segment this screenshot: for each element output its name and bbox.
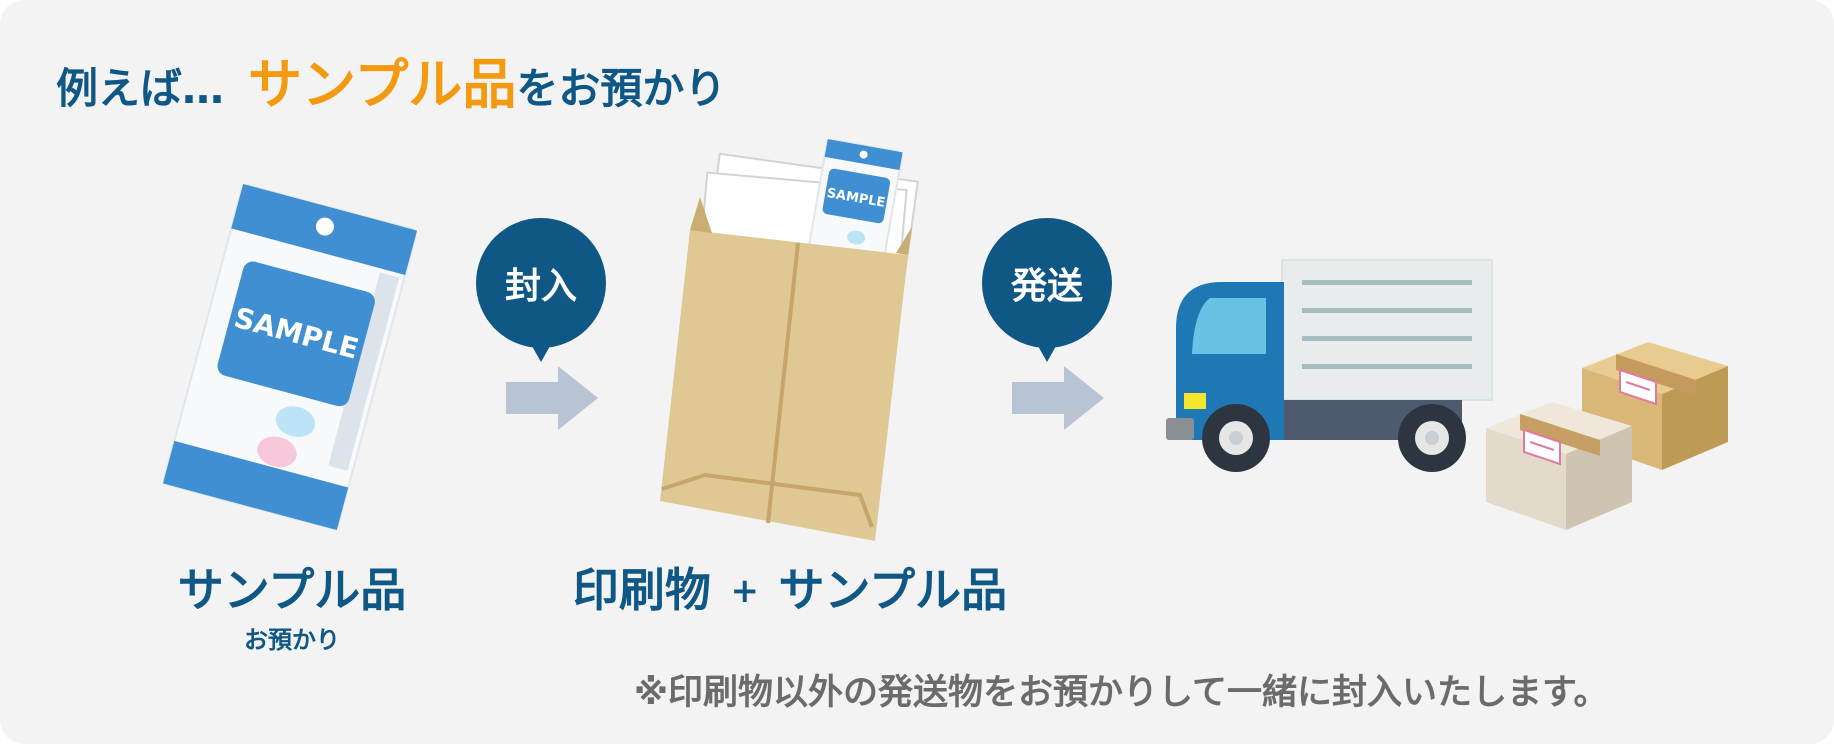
plus-sign: + xyxy=(730,571,759,611)
envelope-icon: SAMPLE xyxy=(660,138,920,541)
sample-pack-icon: SAMPLE xyxy=(162,183,418,531)
enclose-bubble: 封入 xyxy=(476,218,606,362)
step-1-title: サンプル品 xyxy=(177,563,407,617)
step-3-sample: サンプル品 xyxy=(778,563,1008,617)
truck-icon xyxy=(1166,259,1493,472)
title-suffix: をお預かり xyxy=(516,64,727,113)
right-arrow-icon xyxy=(506,366,598,430)
step-1-label: サンプル品 お預かり xyxy=(152,554,432,655)
step-1-subtitle: お預かり xyxy=(244,626,340,654)
step-3-label: 印刷物 + サンプル品 xyxy=(570,554,1010,620)
title-prefix: 例えば… xyxy=(56,64,225,113)
page-title: 例えば… サンプル品 をお預かり xyxy=(56,40,726,120)
parcel-box-icon xyxy=(1582,342,1728,470)
title-highlight: サンプル品 xyxy=(248,53,517,116)
footnote: ※印刷物以外の発送物をお預かりして一緒に封入いたします。 xyxy=(634,673,1609,713)
parcel-box-icon xyxy=(1486,402,1632,530)
ship-bubble: 発送 xyxy=(982,218,1112,362)
right-arrow-icon xyxy=(1012,366,1104,430)
step-3-printed-matter: 印刷物 xyxy=(572,563,711,617)
